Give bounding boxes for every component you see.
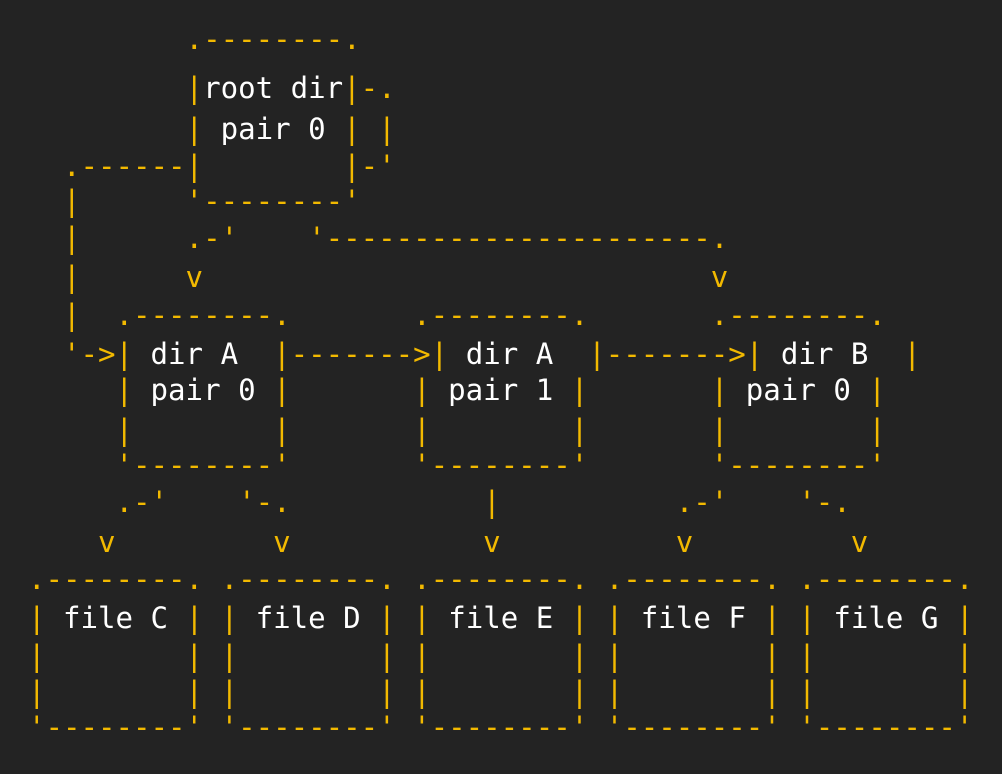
- file-f-label: file F: [640, 601, 746, 635]
- ascii-row: '->| dir A |------->| dir A |------->| d…: [28, 337, 921, 371]
- ascii-row: | | | | | |: [28, 413, 886, 447]
- ascii-row: | '--------': [28, 184, 361, 218]
- file-d-label: file D: [255, 601, 361, 635]
- ascii-row: | .-' '----------------------.: [28, 221, 729, 255]
- dir-a-pair1-pair: pair 1: [448, 373, 554, 407]
- file-e-label: file E: [448, 601, 554, 635]
- ascii-row: | | | | | | | | | |: [28, 675, 974, 709]
- ascii-row: | pair 0 | |: [28, 112, 396, 146]
- ascii-row: | pair 0 | | pair 1 | | pair 0 |: [28, 373, 886, 407]
- ascii-row: .-' '-. | .-' '-.: [28, 485, 851, 519]
- root-dir-name: root dir: [203, 71, 344, 105]
- ascii-row: .------| |-': [28, 149, 396, 183]
- ascii-row: '--------' '--------' '--------' '------…: [28, 710, 974, 744]
- ascii-row: | | | | | | | | | |: [28, 639, 974, 673]
- root-dir-pair: pair 0: [220, 112, 326, 146]
- dir-b-pair0-name: dir B: [780, 337, 869, 371]
- ascii-row: | file C | | file D | | file E | | file …: [28, 601, 974, 635]
- ascii-row: '--------' '--------' '--------': [28, 448, 886, 482]
- dir-a-pair0-name: dir A: [150, 337, 239, 371]
- ascii-row: .--------.: [28, 22, 361, 56]
- dir-b-pair0-pair: pair 0: [745, 373, 851, 407]
- ascii-row: .--------. .--------. .--------. .------…: [28, 562, 974, 596]
- ascii-row: | .--------. .--------. .--------.: [28, 298, 886, 332]
- ascii-row: v v v v v: [28, 525, 869, 559]
- ascii-row: | v v: [28, 260, 729, 294]
- ascii-row: |root dir|-.: [28, 71, 396, 105]
- file-g-label: file G: [833, 601, 939, 635]
- dir-a-pair0-pair: pair 0: [150, 373, 256, 407]
- dir-a-pair1-name: dir A: [465, 337, 554, 371]
- file-c-label: file C: [63, 601, 169, 635]
